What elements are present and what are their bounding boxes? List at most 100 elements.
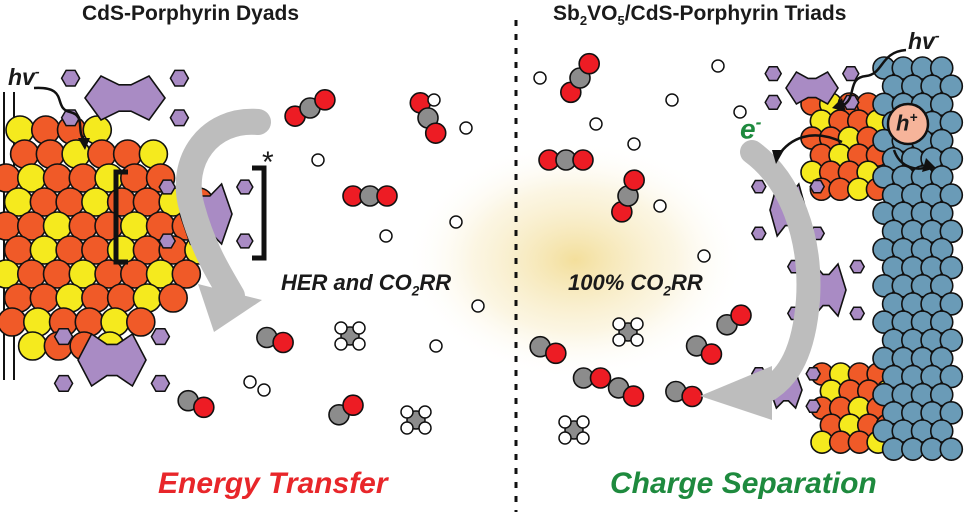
phenyl-ring — [235, 179, 254, 195]
hydrogen-atom — [733, 105, 747, 119]
sb2vo5-sphere — [929, 346, 954, 371]
hydrogen-atom — [334, 337, 348, 351]
hydrogen-atom — [429, 339, 443, 353]
electron-transfer-path — [772, 134, 936, 172]
excited-state-brackets — [113, 165, 267, 265]
sb2vo5-sphere — [939, 292, 964, 316]
hydrogen-atom — [471, 299, 485, 313]
sb2vo5-sphere — [929, 382, 954, 407]
phenyl-ring — [805, 399, 822, 414]
cds-sphere — [0, 307, 27, 337]
hydrogen-atom — [459, 121, 473, 135]
sb2vo5-sphere — [939, 146, 964, 171]
phenyl-ring — [805, 366, 822, 381]
cds-sphere — [22, 307, 53, 337]
right-light-label: hv- — [908, 28, 940, 54]
cds-sphere — [30, 115, 61, 145]
phenyl-ring — [849, 259, 866, 274]
hydrogen-atom — [257, 383, 271, 397]
phenyl-ring — [150, 328, 171, 346]
cds-sphere — [17, 331, 48, 361]
sb2vo5-sphere — [929, 237, 954, 262]
hydrogen-atom — [418, 421, 432, 435]
hydrogen-atom — [697, 249, 711, 263]
oxygen-atom — [424, 122, 447, 144]
oxygen-atom — [342, 394, 364, 417]
left-reaction-label: HER and CO2RR — [281, 270, 452, 299]
hole-circle — [886, 102, 930, 146]
cds-sphere — [100, 307, 130, 337]
sb2vo5-surface — [872, 56, 964, 461]
phenyl-ring — [235, 233, 254, 249]
sb2vo5-sphere — [929, 273, 954, 298]
oxygen-atom — [545, 342, 567, 365]
phenyl-ring — [849, 306, 866, 321]
sb2vo5-sphere — [939, 183, 964, 207]
phenyl-ring — [158, 233, 177, 249]
cds-sphere — [126, 307, 156, 337]
sb2vo5-sphere — [929, 92, 954, 117]
sb2vo5-sphere — [939, 364, 964, 389]
sb2vo5-sphere — [929, 128, 954, 153]
phenyl-ring — [150, 374, 171, 392]
hydrogen-atom — [612, 333, 626, 347]
excited-state-mark: * — [262, 146, 274, 179]
hydrogen-atom — [334, 321, 348, 335]
hydrogen-atom — [711, 59, 725, 73]
oxygen-atom — [589, 367, 612, 389]
oxygen-atom — [272, 331, 294, 354]
sb2vo5-sphere — [929, 165, 954, 189]
charge-separation-arrow — [700, 140, 821, 420]
oxygen-atom — [314, 89, 336, 111]
oxygen-atom — [572, 149, 594, 171]
phenyl-ring — [750, 226, 767, 241]
hole-label: h+ — [896, 110, 918, 136]
phenyl-ring — [169, 109, 190, 127]
sb2vo5-sphere — [929, 201, 954, 225]
phenyl-ring — [764, 65, 783, 82]
right-panel-title: Sb2VO5/CdS-Porphyrin Triads — [553, 2, 847, 29]
light-path-left — [33, 86, 90, 150]
hydrogen-atom — [612, 317, 626, 331]
hydrogen-atom — [576, 431, 590, 445]
hydrogen-atom — [243, 375, 257, 389]
hydrogen-atom — [576, 415, 590, 429]
phenyl-ring — [158, 179, 177, 195]
hydrogen-atom — [589, 117, 603, 131]
cds-sphere — [158, 283, 188, 313]
phenyl-ring — [53, 374, 74, 392]
oxygen-atom — [376, 185, 398, 207]
hydrogen-atom — [533, 71, 547, 85]
left-panel-title: CdS-Porphyrin Dyads — [82, 2, 300, 25]
sb2vo5-sphere — [929, 419, 954, 443]
hydrogen-atom — [558, 431, 572, 445]
hydrogen-atom — [653, 199, 667, 213]
energy-transfer-arrow — [175, 108, 271, 332]
sb2vo5-sphere — [939, 255, 964, 280]
charge-separation-label: Charge Separation — [610, 467, 877, 500]
oxygen-atom — [681, 385, 703, 408]
oxygen-atom — [578, 52, 600, 75]
phenyl-ring — [169, 69, 190, 87]
left-light-label: hv- — [8, 64, 40, 90]
oxygen-atom — [622, 385, 645, 407]
oxygen-atom — [700, 343, 723, 365]
phenyl-ring — [53, 328, 74, 346]
gas-molecules — [177, 52, 752, 445]
hydrogen-atom — [418, 405, 432, 419]
energy-transfer-label: Energy Transfer — [158, 467, 388, 500]
hydrogen-atom — [449, 215, 463, 229]
phenyl-ring — [750, 179, 767, 194]
sb2vo5-sphere — [939, 110, 964, 135]
phenyl-ring — [60, 69, 81, 87]
hydrogen-atom — [665, 93, 679, 107]
sb2vo5-sphere — [939, 437, 964, 461]
porphyrin-core — [84, 74, 166, 122]
hydrogen-atom — [379, 229, 393, 243]
hydrogen-atom — [400, 405, 414, 419]
phenyl-ring — [809, 179, 826, 194]
hydrogen-atom — [558, 415, 572, 429]
sb2vo5-sphere — [939, 219, 964, 244]
